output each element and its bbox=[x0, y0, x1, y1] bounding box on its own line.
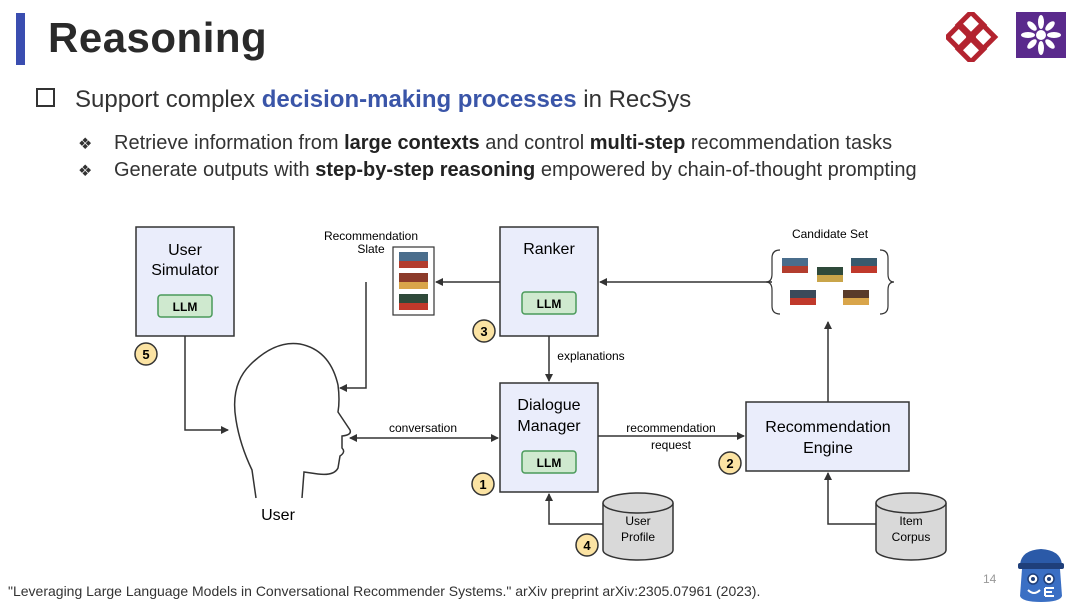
user-profile-db: User Profile bbox=[602, 492, 674, 561]
svg-text:LLM: LLM bbox=[537, 456, 562, 470]
svg-text:2: 2 bbox=[726, 456, 733, 471]
llm-badge bbox=[521, 291, 577, 315]
main-bullet: Support complex decision-making processe… bbox=[36, 86, 691, 114]
llm-badge bbox=[157, 294, 213, 318]
diagram-arrows bbox=[184, 278, 876, 525]
user-head-icon bbox=[233, 342, 352, 499]
svg-text:Ranker: Ranker bbox=[523, 241, 575, 258]
rec-slate-images bbox=[392, 246, 435, 316]
sub-bullet-1: ❖Retrieve information from large context… bbox=[78, 132, 893, 154]
dialogue-manager-box: Dialogue Manager LLM bbox=[499, 382, 599, 493]
explanations-label: explanations bbox=[557, 349, 624, 363]
institute-logo bbox=[1016, 12, 1066, 58]
llm-badge bbox=[521, 450, 577, 474]
svg-text:4: 4 bbox=[583, 538, 591, 553]
diamond-bullet-icon: ❖ bbox=[78, 163, 93, 180]
svg-text:LLM: LLM bbox=[537, 297, 562, 311]
candidate-set-label: Candidate Set bbox=[792, 227, 869, 241]
svg-text:Simulator: Simulator bbox=[151, 262, 219, 279]
svg-text:LLM: LLM bbox=[173, 300, 198, 314]
citation-footer: "Leveraging Large Language Models in Con… bbox=[8, 583, 761, 599]
bullet-highlight: decision-making processes bbox=[261, 86, 577, 113]
university-logo bbox=[946, 12, 999, 62]
svg-text:User: User bbox=[625, 514, 650, 528]
svg-text:Recommendation: Recommendation bbox=[765, 419, 890, 436]
slide-title: Reasoning bbox=[48, 14, 268, 61]
svg-text:Corpus: Corpus bbox=[892, 530, 931, 544]
user-simulator-box: User Simulator LLM bbox=[135, 226, 235, 337]
svg-text:Manager: Manager bbox=[517, 418, 581, 435]
svg-text:User: User bbox=[168, 242, 202, 259]
page-number: 14 bbox=[983, 572, 997, 586]
svg-text:Engine: Engine bbox=[803, 440, 853, 457]
step-5-badge: 5 bbox=[134, 342, 158, 366]
svg-text:Slate: Slate bbox=[357, 242, 385, 256]
step-3-badge: 3 bbox=[472, 319, 496, 343]
rec-slate-label: Recommendation bbox=[324, 229, 418, 243]
svg-text:Dialogue: Dialogue bbox=[517, 397, 580, 414]
checkbox-bullet-icon bbox=[36, 88, 55, 108]
title-accent-bar bbox=[16, 13, 25, 65]
recommendation-engine-box: Recommendation Engine bbox=[745, 401, 910, 472]
item-corpus-db: Item Corpus bbox=[875, 492, 947, 561]
svg-text:request: request bbox=[651, 438, 692, 452]
bullet-text-pre: Support complex bbox=[75, 86, 262, 113]
svg-text:Item: Item bbox=[899, 514, 922, 528]
svg-text:5: 5 bbox=[142, 347, 149, 362]
step-1-badge: 1 bbox=[471, 472, 495, 496]
user-label: User bbox=[261, 507, 295, 524]
sub-bullet-2: ❖Generate outputs with step-by-step reas… bbox=[78, 159, 917, 181]
mascot-logo bbox=[1018, 549, 1064, 602]
candidate-set-images bbox=[765, 249, 895, 315]
rec-request-label: recommendation bbox=[626, 421, 715, 435]
svg-text:1: 1 bbox=[479, 477, 486, 492]
step-4-badge: 4 bbox=[575, 533, 599, 557]
svg-text:Profile: Profile bbox=[621, 530, 655, 544]
diamond-bullet-icon: ❖ bbox=[78, 136, 93, 153]
ranker-box: Ranker LLM bbox=[499, 226, 599, 337]
conversation-label: conversation bbox=[389, 421, 457, 435]
bullet-text-post: in RecSys bbox=[576, 86, 692, 113]
step-2-badge: 2 bbox=[718, 451, 742, 475]
svg-text:3: 3 bbox=[480, 324, 487, 339]
